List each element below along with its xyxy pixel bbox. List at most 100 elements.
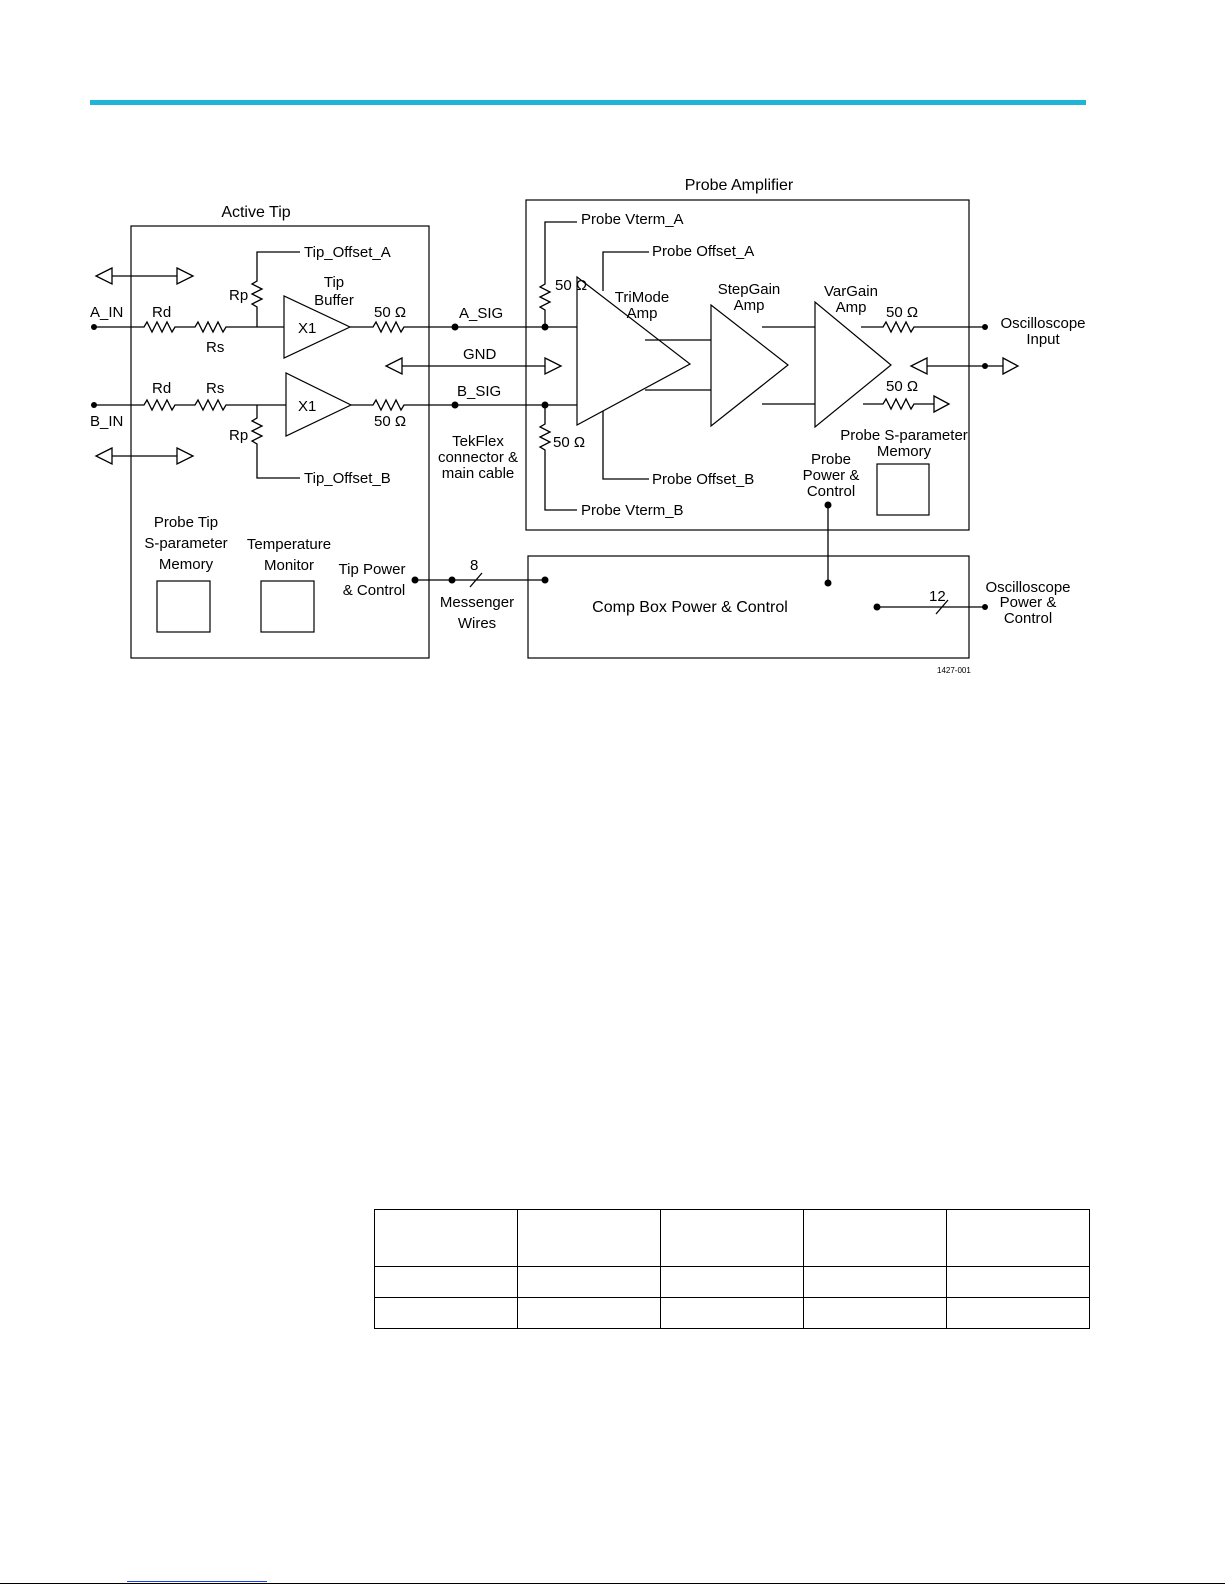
table-row (374, 1266, 1090, 1298)
stepgain-to-vargain (762, 326, 815, 405)
tip-power-line1: Tip Power (339, 561, 406, 578)
tekflex-line3: main cable (442, 465, 515, 482)
r50-a-tip-label: 50 Ω (374, 304, 406, 321)
table-cell (946, 1266, 1090, 1298)
probe-power-line2: Power & (803, 467, 860, 484)
probe-offset-b-label: Probe Offset_B (652, 471, 754, 488)
a-sig-label: A_SIG (459, 305, 503, 322)
messenger-wire (415, 572, 545, 588)
table-cell (374, 1297, 518, 1329)
stepgain-line1: StepGain (718, 281, 781, 298)
trimode-line2: Amp (627, 305, 658, 322)
scope-input-terminal (982, 324, 988, 330)
scope-input-line1: Oscilloscope (1000, 315, 1085, 332)
active-tip-box (130, 225, 430, 659)
footer-link-underline[interactable] (127, 1581, 267, 1582)
probe-power-node-bottom (824, 579, 832, 587)
table-header-cell (803, 1209, 947, 1267)
b-sig-wire-tip (351, 398, 455, 412)
vargain-amp (814, 300, 892, 429)
probe-offset-b-wire (602, 411, 649, 480)
tip-power-line2: & Control (343, 582, 406, 599)
trimode-amp (576, 275, 692, 427)
tip-memory-line1: Probe Tip (154, 514, 218, 531)
temp-monitor-line1: Temperature (247, 536, 331, 553)
tip-offset-a-label: Tip_Offset_A (304, 244, 391, 261)
table-cell (660, 1266, 804, 1298)
header-accent-rule (90, 100, 1086, 105)
probe-amplifier-title: Probe Amplifier (685, 177, 794, 194)
table-header-cell (660, 1209, 804, 1267)
scope-power-line1: Oscilloscope (985, 579, 1070, 596)
b-in-label: B_IN (90, 413, 123, 430)
rd-a-label: Rd (152, 304, 171, 321)
table-cell (517, 1266, 661, 1298)
r50-vterm-b-label: 50 Ω (553, 434, 585, 451)
messenger-line2: Wires (458, 615, 496, 632)
tekflex-line2: connector & (438, 449, 518, 466)
table-row (374, 1297, 1090, 1329)
temperature-monitor-box (260, 580, 315, 633)
tip-memory-line2: S-parameter (144, 535, 227, 552)
vargain-line2: Amp (836, 299, 867, 316)
tip-buffer-line1: Tip (324, 274, 344, 291)
tip-arrow-bottom (94, 446, 195, 466)
rp-a-label: Rp (229, 287, 248, 304)
spec-table (374, 1209, 1090, 1329)
scope-power-line2: Power & (1000, 594, 1057, 611)
vterm-b-resistor (538, 405, 577, 511)
tip-arrow-top (94, 266, 195, 286)
probe-power-line1: Probe (811, 451, 851, 468)
comp-bus-count: 12 (929, 588, 946, 605)
rp-b-resistor (250, 405, 300, 479)
a-sig-wire-tip (350, 320, 455, 334)
table-cell (803, 1297, 947, 1329)
gnd-label: GND (463, 346, 497, 363)
active-tip-title: Active Tip (221, 204, 290, 221)
table-header-cell (374, 1209, 518, 1267)
comp-bus-wire (877, 599, 985, 615)
tip-offset-b-label: Tip_Offset_B (304, 470, 391, 487)
scope-side-dot (982, 363, 988, 369)
footer-rule (0, 1583, 1225, 1584)
stepgain-amp (710, 303, 789, 428)
table-cell (803, 1266, 947, 1298)
tip-buffer-line2: Buffer (314, 292, 354, 309)
tip-buffer-b (285, 372, 353, 437)
a-in-label: A_IN (90, 304, 123, 321)
output-a-wire (861, 320, 985, 334)
tip-memory-line3: Memory (159, 556, 214, 573)
tip-buffer-a (283, 295, 352, 359)
r50-out-a-label: 50 Ω (886, 304, 918, 321)
scope-input-line2: Input (1026, 331, 1060, 348)
vterm-a-resistor (538, 221, 577, 327)
probe-offset-a-label: Probe Offset_A (652, 243, 754, 260)
probe-amplifier-box (525, 199, 970, 531)
rd-b-label: Rd (152, 380, 171, 397)
table-cell (517, 1297, 661, 1329)
table-cell (660, 1297, 804, 1329)
table-header-row (374, 1209, 1090, 1267)
messenger-line1: Messenger (440, 594, 514, 611)
figure-id: 1427-001 (937, 666, 971, 675)
r50-vterm-a-label: 50 Ω (555, 277, 587, 294)
probe-offset-a-wire (602, 251, 649, 291)
trimode-to-stepgain (645, 339, 711, 391)
tekflex-line1: TekFlex (452, 433, 504, 450)
probe-tip-memory-box (156, 580, 211, 633)
rp-b-label: Rp (229, 427, 248, 444)
output-b-wire (863, 394, 951, 414)
probe-memory-line1: Probe S-parameter (840, 427, 968, 444)
scope-power-line3: Control (1004, 610, 1052, 627)
rs-b-label: Rs (206, 380, 224, 397)
rs-a-label: Rs (206, 339, 224, 356)
probe-block-diagram: Active Tip Probe Amplifier A_IN Rd Rs Rp… (90, 177, 1086, 675)
probe-memory-line2: Memory (877, 443, 932, 460)
stepgain-line2: Amp (734, 297, 765, 314)
table-header-cell (946, 1209, 1090, 1267)
vterm-a-label: Probe Vterm_A (581, 211, 684, 228)
scope-side-arrow (909, 356, 1020, 376)
table-cell (374, 1266, 518, 1298)
vterm-b-label: Probe Vterm_B (581, 502, 684, 519)
r50-b-tip-label: 50 Ω (374, 413, 406, 430)
